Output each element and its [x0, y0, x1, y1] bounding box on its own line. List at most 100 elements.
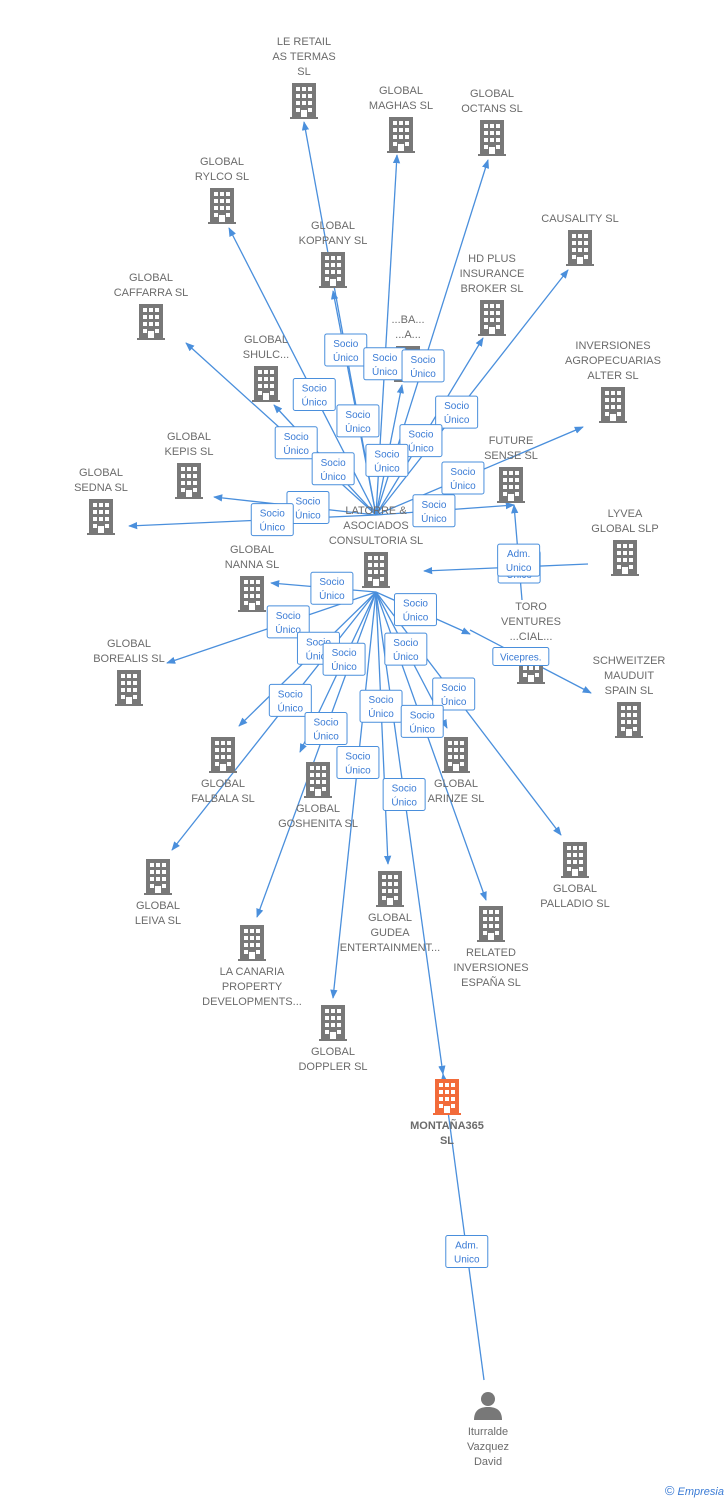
- edge-label-box: [304, 712, 348, 745]
- edge-label-18[interactable]: Vicepres.: [492, 646, 550, 666]
- edge-label-15[interactable]: Adm.Unico: [497, 543, 541, 577]
- node-label: PROPERTY: [222, 981, 283, 993]
- node-gudea[interactable]: GLOBALGUDEAENTERTAINMENT...: [340, 871, 440, 954]
- edge-label-text: Único: [410, 367, 436, 380]
- node-label: LA CANARIA: [220, 966, 285, 978]
- node-label: KEPIS SL: [165, 446, 214, 458]
- edge-label-text: Adm.: [507, 549, 530, 560]
- building-icon: [209, 737, 237, 773]
- node-hidden1[interactable]: ...BA......A...: [391, 314, 425, 382]
- edge-label-box: [445, 1234, 489, 1268]
- node-label: AGROPECUARIAS: [565, 355, 661, 367]
- building-icon: [599, 387, 627, 423]
- node-label: GLOBAL: [200, 156, 244, 168]
- edge-label-box: [435, 395, 479, 429]
- node-lacanaria[interactable]: LA CANARIAPROPERTYDEVELOPMENTS...: [202, 925, 302, 1008]
- building-icon: [362, 552, 390, 588]
- node-label: LEIVA SL: [135, 915, 181, 927]
- edge-label-text: Socio: [260, 509, 285, 520]
- node-label: GLOBAL: [136, 900, 180, 912]
- node-label: PALLADIO SL: [540, 898, 610, 910]
- node-leiva[interactable]: GLOBAL LEIVA SL: [135, 859, 181, 927]
- building-icon: [175, 463, 203, 499]
- edge-label-30[interactable]: Adm.Unico: [445, 1234, 489, 1268]
- node-label: GLOBAL: [311, 1046, 355, 1058]
- edge-label-text: Socio: [314, 718, 339, 729]
- edge-label-box: [322, 642, 366, 676]
- edge-latorre-gudea: [375, 591, 392, 865]
- building-icon: [319, 252, 347, 288]
- building-icon: [497, 467, 525, 503]
- building-icon: [208, 188, 236, 224]
- main-building-icon: [433, 1079, 461, 1115]
- node-causality[interactable]: CAUSALITY SL: [541, 213, 619, 266]
- footer-brand[interactable]: © Empresia: [665, 1483, 724, 1498]
- node-label: GLOBAL: [379, 85, 423, 97]
- node-label: HD PLUS: [468, 253, 516, 265]
- edge-label-box: [382, 777, 426, 811]
- node-label: SCHWEITZER: [593, 655, 666, 667]
- brand-name: Empresia: [677, 1486, 724, 1498]
- node-toro[interactable]: TOROVENTURES...CIAL...: [501, 601, 561, 684]
- building-icon: [387, 117, 415, 153]
- node-label: ARINZE SL: [428, 793, 485, 805]
- node-shulc[interactable]: GLOBALSHULC...: [243, 334, 289, 402]
- node-label: GLOBAL: [201, 778, 245, 790]
- building-icon: [144, 859, 172, 895]
- edge-label-box: [274, 426, 318, 460]
- node-label: RELATED: [466, 947, 516, 959]
- edge-label-text: Único: [408, 442, 434, 455]
